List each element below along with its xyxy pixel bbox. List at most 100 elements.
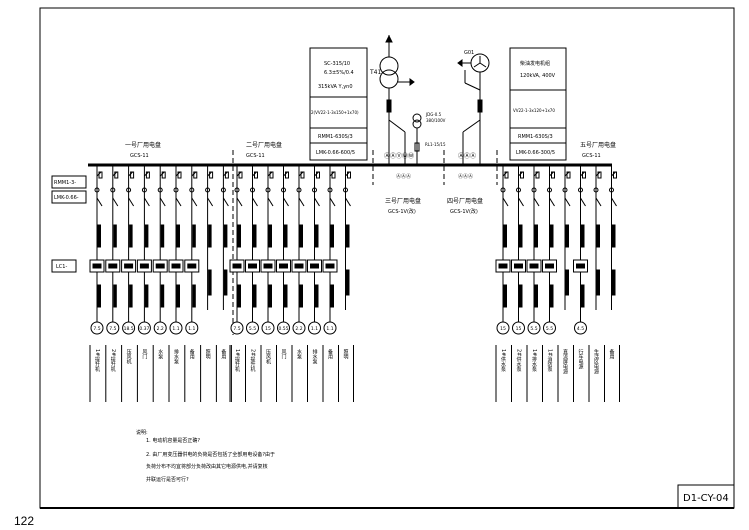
note-2: 2. 由厂用变压器供电的负荷是否包括了全部用电设备?由于 [146,451,275,458]
load-name: 2#供水泵 [516,349,522,372]
breaker-trip-icon [504,171,509,179]
ct-icon [234,187,240,193]
breaker-trip-icon [520,171,524,179]
ct-icon [609,187,614,193]
ct-icon [141,187,147,193]
load-name: 1#提升机 [234,349,240,373]
motor-icon [246,321,259,335]
generator-incomer: G01 [457,50,490,165]
motor-icon [277,321,290,335]
ct-icon [126,187,132,193]
contactor-label [279,263,288,269]
breaker-trip-icon [300,171,305,179]
feeder: 0.37 [136,165,152,335]
transformer-incomer: T41 [369,34,415,165]
motor-kw: 0.37 [139,326,149,332]
cable-label-mark [160,224,165,248]
motor-icon [122,321,136,335]
cable-label-mark [503,224,507,248]
feeder: 1.1 [307,165,322,335]
disconnector-icon [298,197,305,207]
panel-5-model: GCS-11 [582,153,601,159]
breaker-trip-icon [238,171,243,179]
panel-3-title: 三号厂用电盘 [385,197,421,205]
cable-label-mark [253,224,257,248]
ct-icon [593,187,599,193]
cable-label-mark [565,224,569,248]
cable-label-mark [581,284,585,308]
panel-3-model: GCS-1V(改) [388,208,416,215]
disconnector-icon [267,197,274,207]
load-name: 1#消防泵 [547,349,553,372]
feeder: 15 [495,165,511,335]
legend-breaker: RMM1-3- [54,180,76,186]
generator-tag: G01 [464,50,474,56]
disconnector-icon [549,197,555,207]
generator-cable: VV22-1-3x120+1x70 [513,108,555,113]
contactor-label [325,263,335,269]
motor-icon [308,321,321,335]
motor-icon [323,321,337,335]
ct-icon [578,187,583,193]
load-name: 压风机 [265,349,271,365]
cable-label-mark [208,269,212,296]
cable-label-mark [346,224,350,248]
feeder: 1.1 [168,165,184,335]
load-name: 生活区电源 [593,348,599,375]
motor-icon [527,321,541,335]
feeder: 7.5 [105,165,121,335]
ct-icon [250,187,255,193]
cable-label-mark [176,224,180,248]
load-name: 水泵 [157,348,163,359]
breaker-trip-icon [347,171,351,179]
cable-label-mark [565,269,569,296]
disconnector-icon [207,197,214,207]
motor-icon [106,321,120,335]
breaker-trip-icon [613,171,617,179]
cable-label-mark [97,284,101,308]
transformer-tag: T41 [369,69,381,76]
panel-4-model: GCS-1V(改) [450,208,478,215]
cable-label-mark [612,224,616,248]
meters-left: ⒶⒶⓋⓌⓌ [384,152,414,160]
disconnector-icon [175,197,182,207]
cable-label-mark [346,269,350,296]
ct-icon [94,187,100,193]
pt-ratio: 380/100V [426,118,446,123]
load-name: 压风机 [126,349,132,365]
ct-icon [343,187,348,193]
breaker-trip-icon [114,171,119,179]
feeder: 1.1 [184,165,200,335]
cable-label-mark [237,284,241,308]
load-name: 备用 [327,348,333,360]
panel-5-title: 五号厂用电盘 [580,141,616,149]
breaker-trip-icon [145,171,150,179]
contactor-label [248,263,257,269]
breaker-trip-icon [209,171,214,179]
contactor-label [187,263,197,269]
disconnector-icon [502,197,509,207]
breaker-trip-icon [316,171,320,179]
breaker-trip-icon [224,171,229,179]
ct-icon [189,187,195,193]
breaker-trip-icon [254,171,258,179]
cable-label-mark [596,224,600,248]
generator-breaker: RMM1-630S/3 [518,134,553,140]
legend-contactor: LC1- [56,264,67,270]
cable-label-mark [192,284,196,308]
motor-kw: 1.1 [311,326,318,332]
disconnector-icon [96,197,103,207]
load-name: 水泵 [296,348,302,359]
transformer-breaker: RMM1-630S/3 [318,134,353,140]
disconnector-icon [222,197,229,207]
ct-icon [327,187,333,193]
panel-2-model: GCS-11 [246,153,265,159]
disconnector-icon [518,197,524,207]
cable-label-mark [160,284,165,308]
motor-icon [90,321,104,335]
cable-label-mark [129,284,133,308]
motor-icon [137,321,151,335]
load-name: 1#提升机 [94,349,100,373]
cable-label-mark [534,284,538,308]
